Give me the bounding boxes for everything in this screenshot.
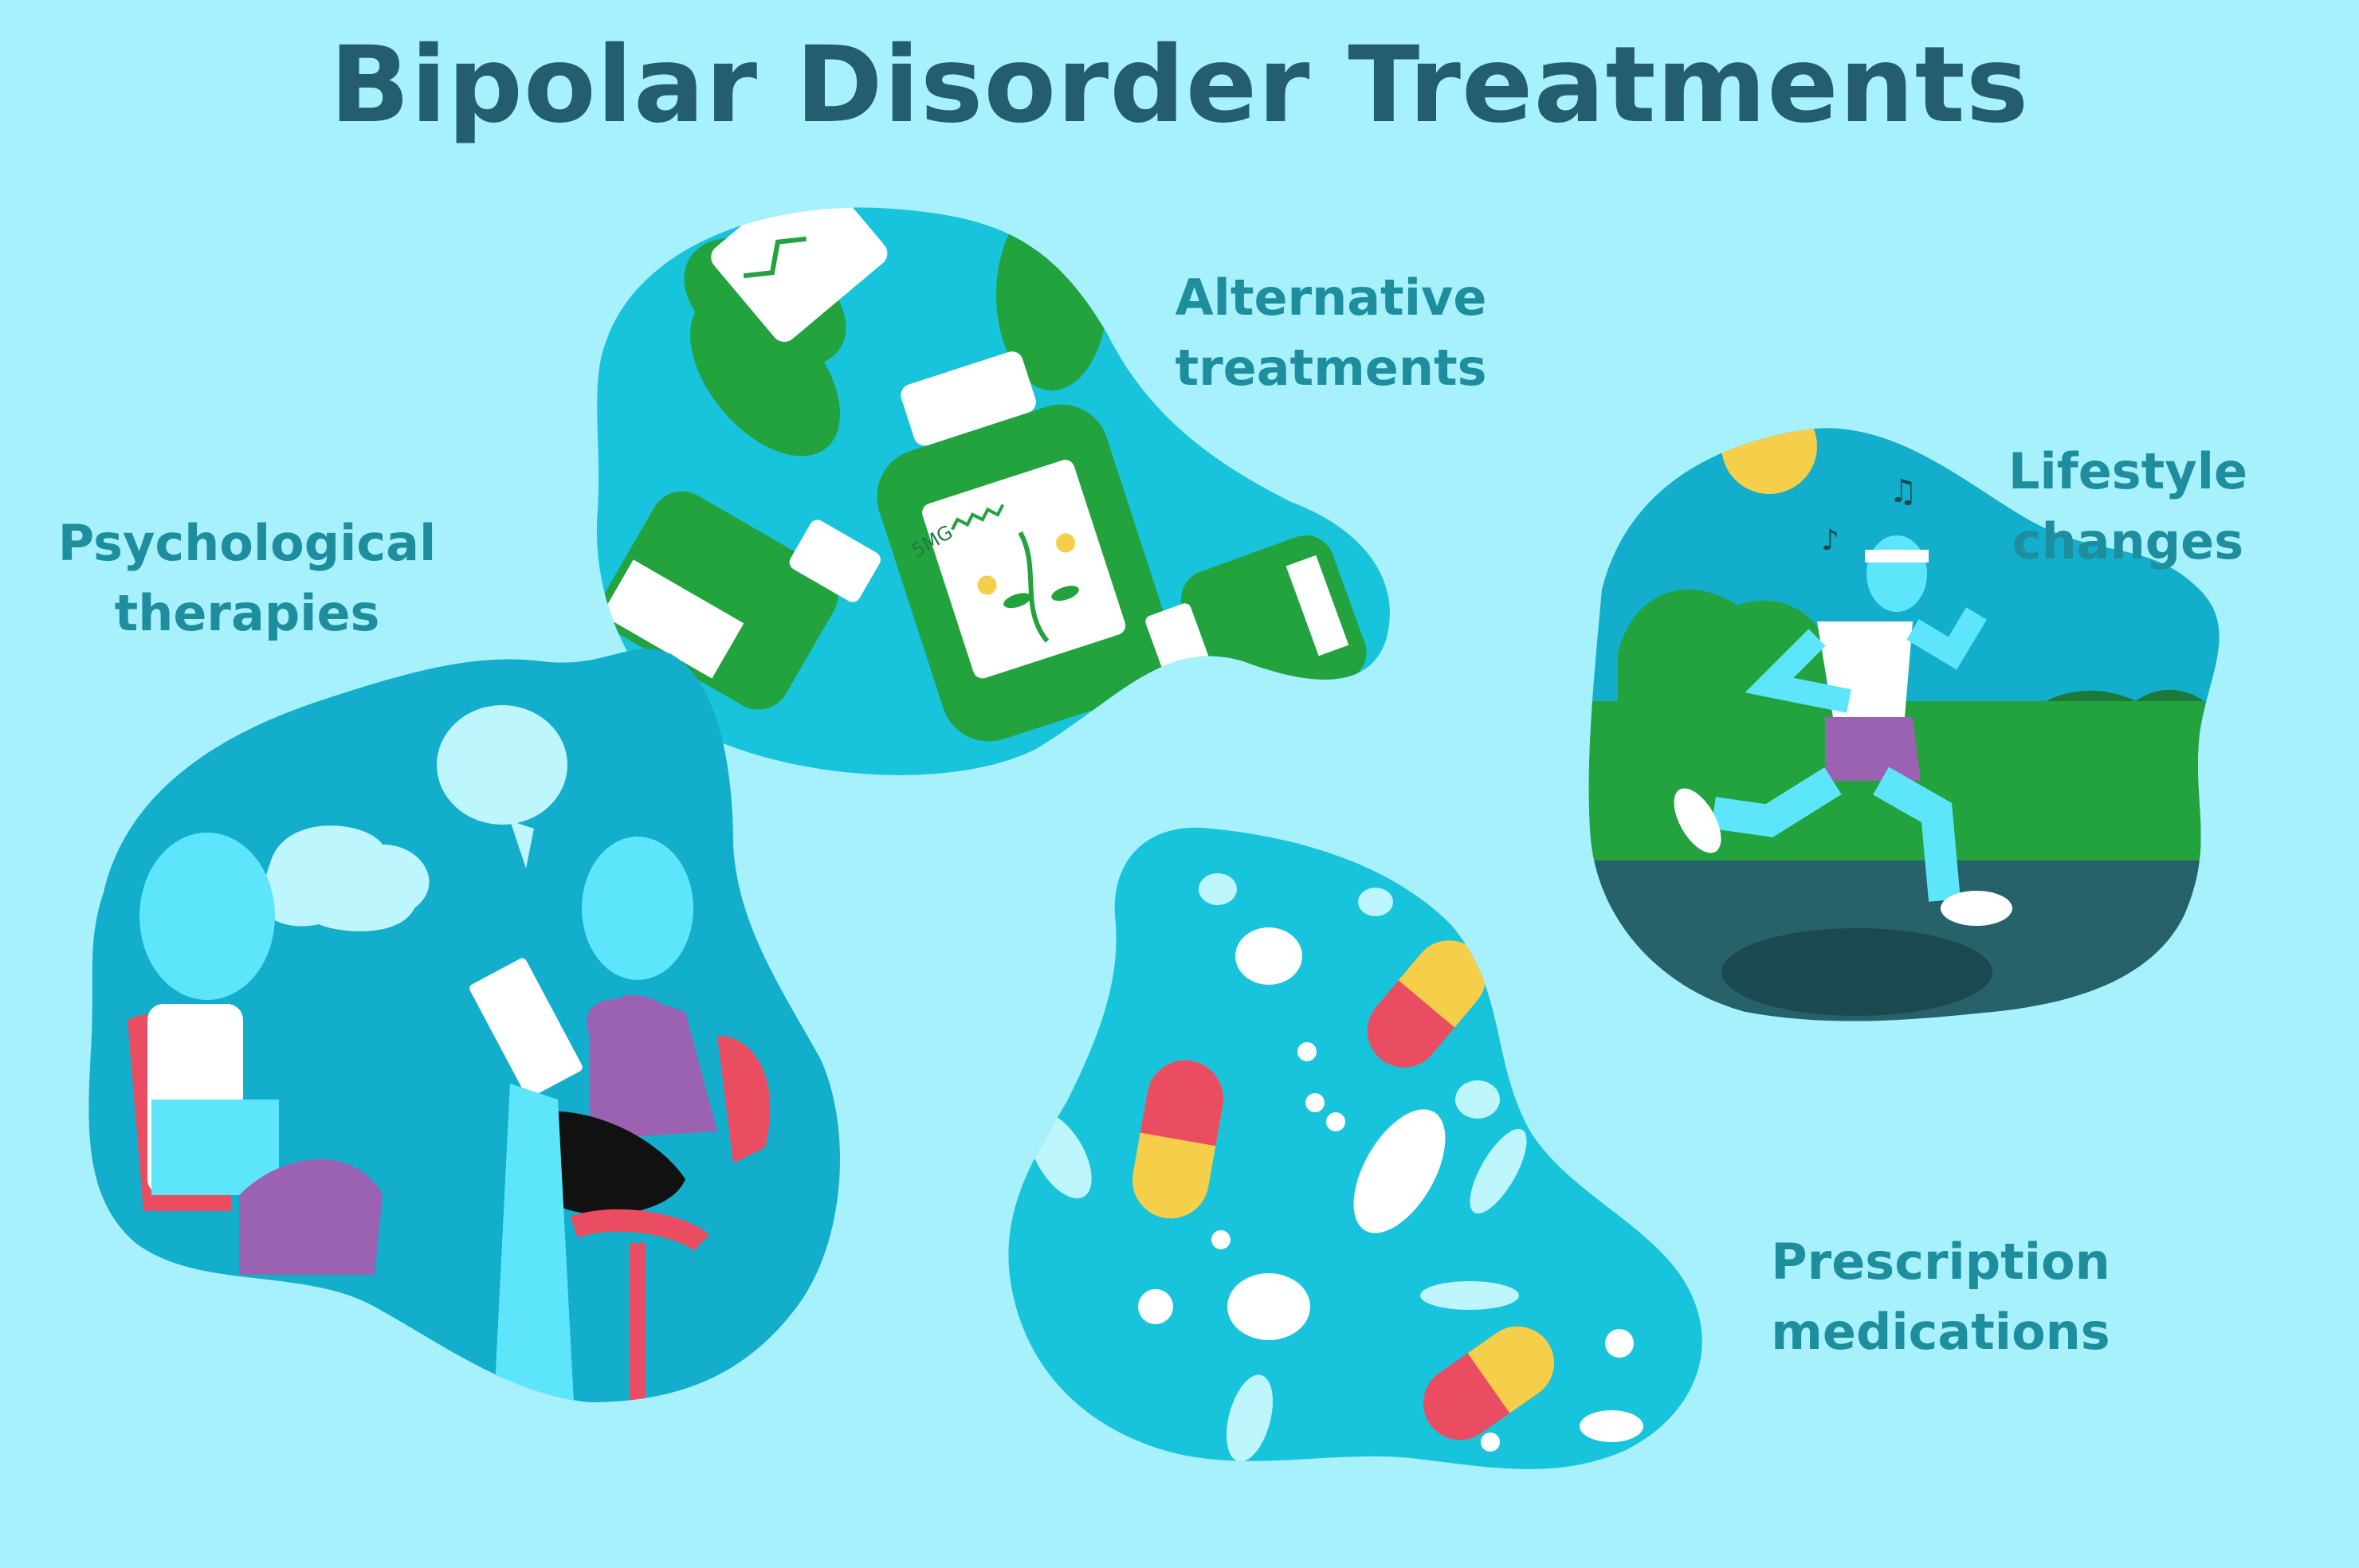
lifestyle-changes-label: Lifestyle changes: [1976, 437, 2279, 577]
psychological-therapies-blob: [88, 649, 841, 1402]
sun-icon: [1721, 428, 1817, 494]
lifestyle-changes-line2: changes: [2012, 512, 2244, 570]
running-person-icon: ♫ ♪: [1588, 428, 2220, 1021]
lifestyle-changes-blob: ♫ ♪: [1588, 428, 2220, 1021]
psychological-therapies-label: Psychological therapies: [48, 508, 446, 649]
page-title: Bipolar Disorder Treatments: [329, 24, 2030, 147]
music-note-icon: ♫: [1889, 473, 1917, 510]
alternative-treatments-label: Alternative treatments: [1156, 263, 1506, 403]
prescription-medications-label: Prescription medications: [1761, 1227, 2120, 1367]
svg-text:♪: ♪: [1821, 524, 1839, 557]
therapy-session-icon: [128, 705, 771, 1402]
lifestyle-changes-line1: Lifestyle: [2008, 442, 2248, 500]
speech-bubble-icon: [437, 705, 567, 825]
herbal-supplement-bottles-icon: 5MG: [601, 207, 1367, 742]
alternative-treatments-line2: treatments: [1175, 339, 1487, 397]
prescription-medications-line2: medications: [1771, 1303, 2110, 1361]
alternative-treatments-blob: 5MG: [596, 207, 1390, 775]
prescription-medications-blob: [1008, 827, 1702, 1469]
thought-bubble-icon: [259, 825, 430, 931]
alternative-treatments-line1: Alternative: [1175, 269, 1487, 327]
psychological-therapies-line1: Psychological: [57, 514, 437, 572]
sneaker-icon: [1941, 891, 2012, 926]
clipboard-icon: [469, 958, 583, 1098]
psychological-therapies-line2: therapies: [114, 584, 380, 642]
capsule-icon: [1132, 1060, 1224, 1219]
prescription-medications-line1: Prescription: [1771, 1233, 2110, 1291]
